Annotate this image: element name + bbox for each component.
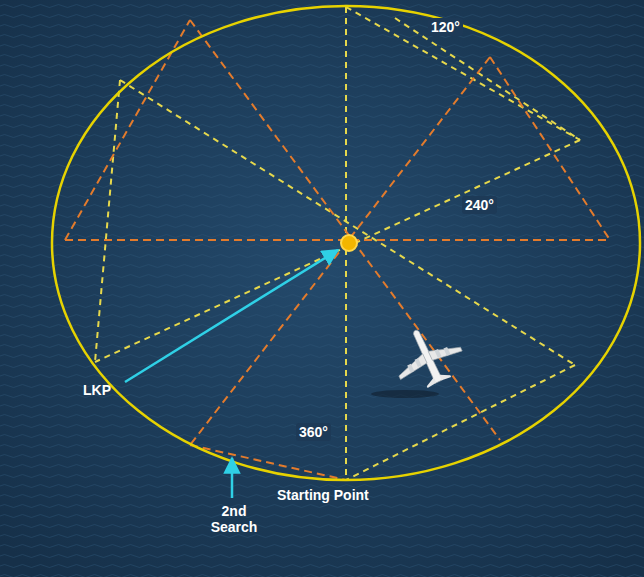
search-area-ellipse	[52, 6, 640, 480]
second-search-label: 2nd Search	[200, 502, 268, 536]
second-search-track	[65, 20, 610, 480]
bearing-label: 240°	[462, 196, 497, 214]
aircraft-icon	[384, 316, 470, 397]
bearing-label: 360°	[296, 423, 331, 441]
bearing-label: 120°	[428, 18, 463, 36]
second-search-leader-arrow	[231, 458, 234, 498]
starting-point-label: Starting Point	[274, 486, 372, 504]
lkp-label: LKP	[80, 381, 114, 399]
aircraft-shadow	[371, 390, 439, 398]
lkp-dot	[341, 235, 357, 251]
first-search-track	[95, 7, 580, 480]
lkp-leader-arrow	[125, 250, 338, 382]
